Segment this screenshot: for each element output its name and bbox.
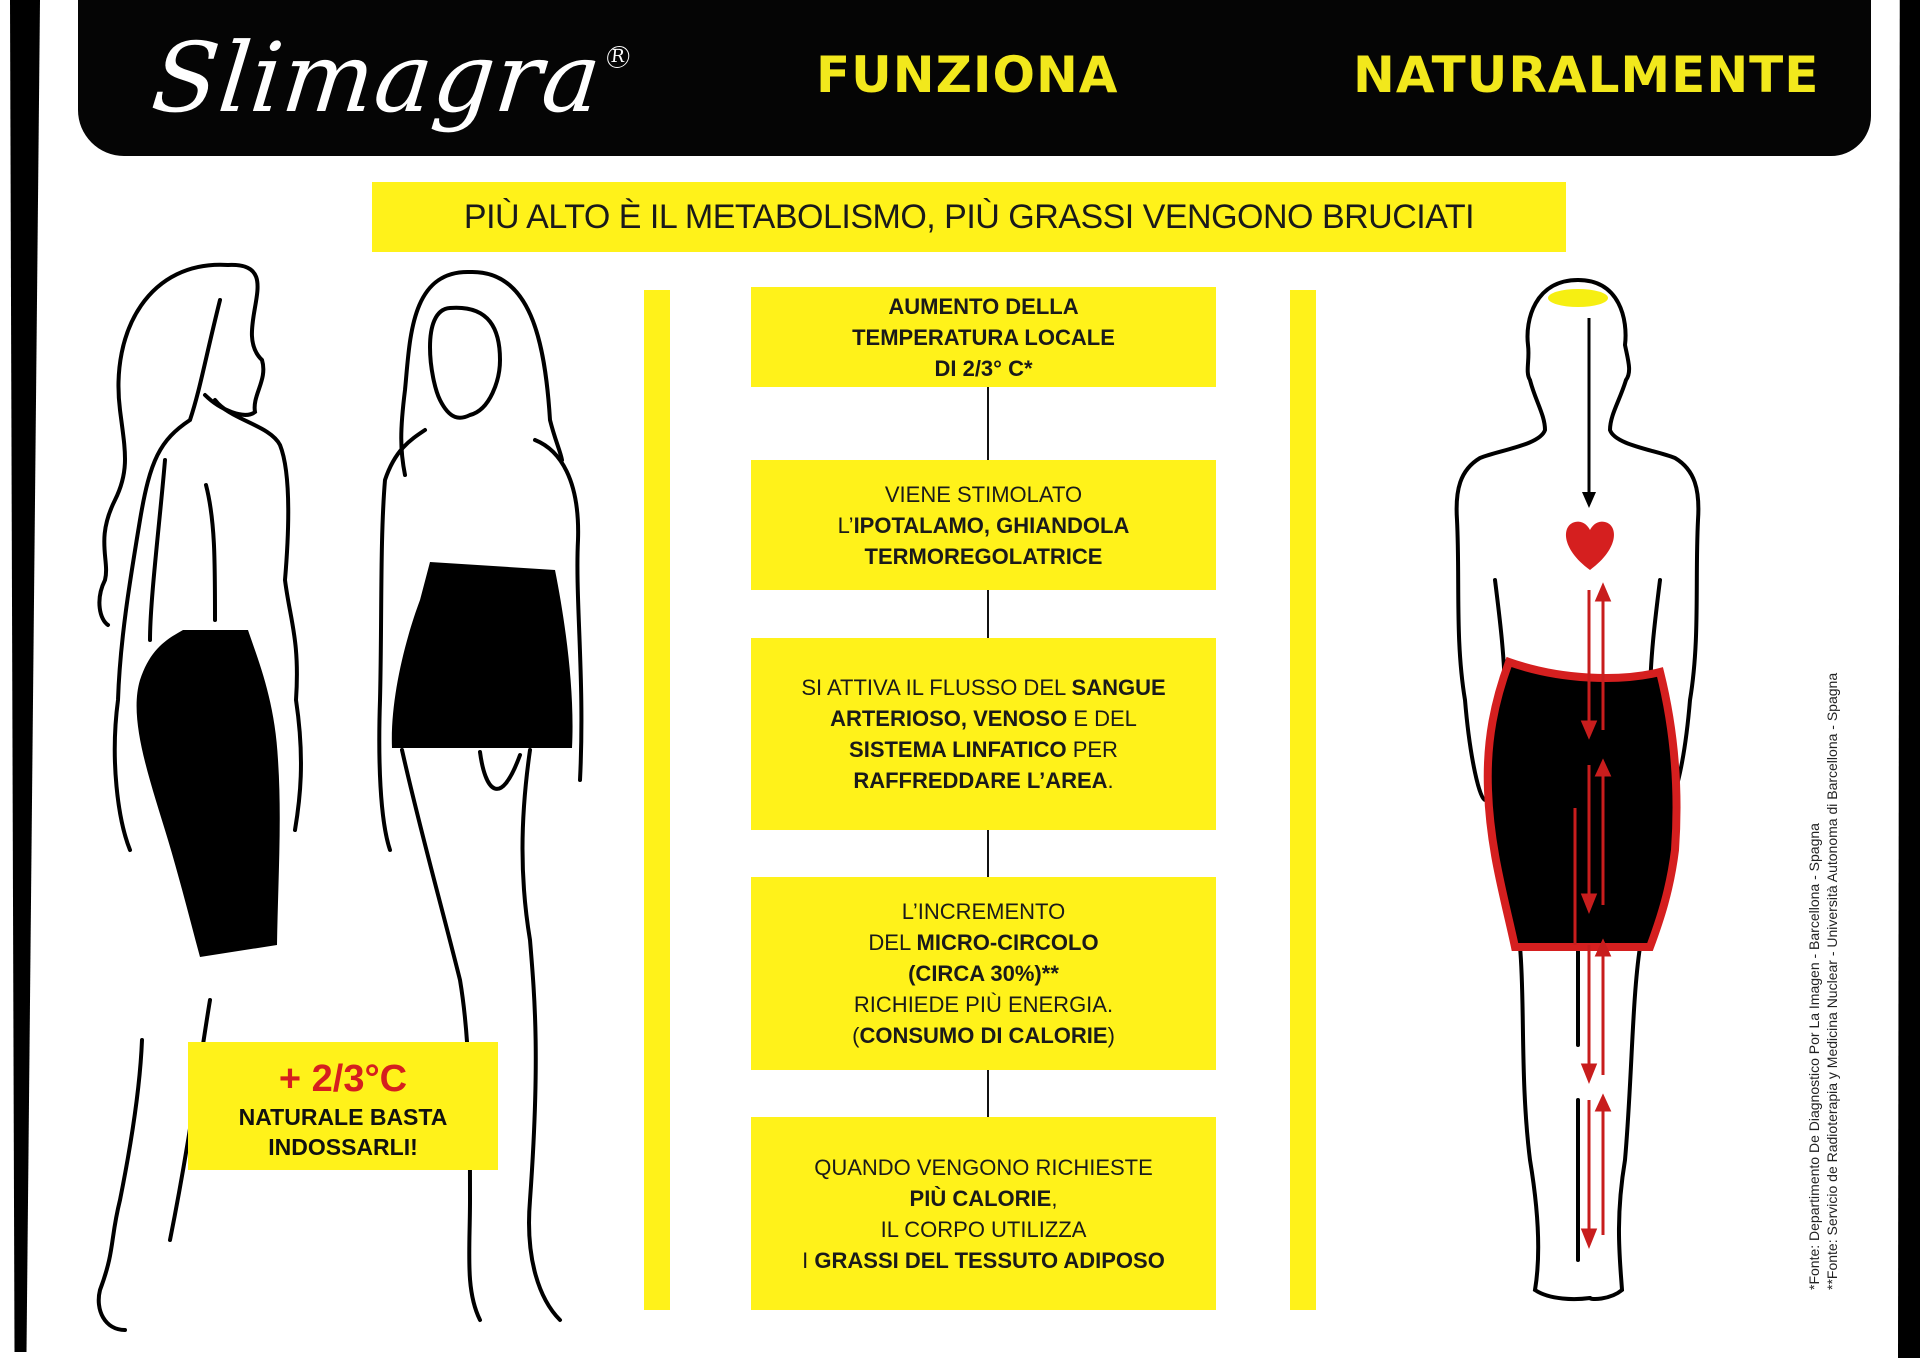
step-text-bold: DI 2/3° C* [934,355,1033,381]
yellow-side-bar-left [644,290,670,1310]
step-text: VIENE STIMOLATO [884,481,1083,507]
callout-temperature: + 2/3°C [278,1058,408,1100]
step-text-bold: TERMOREGOLATRICE [864,543,1103,569]
step-text-line: AUMENTO DELLA [888,291,1078,322]
body-outline-diagram [1454,278,1701,1301]
step-text-bold: MICRO-CIRCOLO [916,930,1099,955]
footnote-1: *Fonte: Departimento De Diagnostico Por … [1806,823,1822,1290]
step-text: ) [1107,1023,1115,1048]
step-text: I [802,1247,815,1273]
step-text: PER [1066,737,1118,762]
step-text: SI ATTIVA IL FLUSSO DEL [801,675,1072,700]
step-text-line: SI ATTIVA IL FLUSSO DEL SANGUE [801,672,1165,703]
step-text-line: L’IPOTALAMO, GHIANDOLA [838,510,1130,541]
step-text: L’INCREMENTO [901,899,1066,924]
step-text: DEL [868,930,917,955]
hypothalamus-marker-icon [1548,289,1608,307]
step-text-line: ARTERIOSO, VENOSO E DEL [830,703,1137,734]
step-text-line: DI 2/3° C* [934,353,1032,384]
step-text-line: (CIRCA 30%)** [908,958,1059,989]
flow-connector-line [987,830,989,877]
step-text: , [1051,1185,1058,1211]
step-text-bold: PIÙ CALORIE [909,1185,1052,1211]
step-text: E DEL [1067,706,1137,731]
step-text-bold: CONSUMO DI CALORIE [859,1023,1108,1048]
banner-text: PIÙ ALTO È IL METABOLISMO, PIÙ GRASSI VE… [463,197,1475,236]
down-arrow-icon [1582,318,1596,508]
step-text: . [1107,768,1114,793]
page-edge-right [1898,0,1920,1358]
step-text: ( [852,1023,860,1048]
step-text: QUANDO VENGONO RICHIESTE [814,1154,1153,1180]
step-text-line: (CONSUMO DI CALORIE) [852,1020,1115,1051]
process-step-1: AUMENTO DELLA TEMPERATURA LOCALE DI 2/3° C… [751,287,1216,387]
step-text-bold: GRASSI DEL TESSUTO ADIPOSO [814,1247,1165,1273]
flow-connector-line [987,387,989,460]
flow-connector-line [987,590,989,638]
flow-connector-line [987,1070,989,1117]
step-text-line: TEMPERATURA LOCALE [852,322,1115,353]
step-text-line: PIÙ CALORIE, [910,1183,1058,1214]
woman-back-view-illustration [96,262,303,1332]
step-text-line: DEL MICRO-CIRCOLO [868,927,1098,958]
footnote-2: **Fonte: Servicio de Radioterapia y Medi… [1824,672,1840,1290]
process-step-4: L’INCREMENTO DEL MICRO-CIRCOLO (CIRCA 30%)… [751,877,1216,1070]
step-text: L’ [837,512,854,538]
heart-icon [1565,521,1615,570]
shaping-shorts-icon [136,630,280,957]
yellow-side-bar-right [1290,290,1316,1310]
step-text-bold: IPOTALAMO, GHIANDOLA [853,512,1130,538]
step-text-bold: RAFFREDDARE L’AREA [853,768,1108,793]
step-text-line: I GRASSI DEL TESSUTO ADIPOSO [802,1245,1165,1276]
step-text-line: RICHIEDE PIÙ ENERGIA. [854,989,1113,1020]
step-text-bold: (CIRCA 30%)** [908,961,1059,986]
step-text-line: QUANDO VENGONO RICHIESTE [814,1152,1153,1183]
metabolism-banner: PIÙ ALTO È IL METABOLISMO, PIÙ GRASSI VE… [372,182,1566,252]
shaping-skirt-icon [391,562,573,748]
step-text-bold: TEMPERATURA LOCALE [852,324,1115,350]
source-footnotes: *Fonte: Departimento De Diagnostico Por … [1805,673,1841,1290]
step-text-line: VIENE STIMOLATO [885,479,1082,510]
step-text-line: RAFFREDDARE L’AREA. [853,765,1113,796]
step-text-line: TERMOREGOLATRICE [865,541,1103,572]
callout-line-1: NATURALE BASTA [238,1104,448,1130]
step-text-bold: ARTERIOSO, VENOSO [830,706,1068,731]
compression-garment-icon [1483,656,1681,951]
headline-word-2: NATURALMENTE [1353,46,1820,104]
registered-mark-icon: R [606,46,631,68]
step-text: IL CORPO UTILIZZA [880,1216,1087,1242]
temperature-callout: + 2/3°C NATURALE BASTA INDOSSARLI! [188,1042,498,1170]
step-text-bold: SISTEMA LINFATICO [849,737,1067,762]
callout-line-2: INDOSSARLI! [268,1134,418,1160]
step-text-bold: SANGUE [1071,675,1166,700]
page-edge-left [10,0,40,1352]
step-text-bold: AUMENTO DELLA [888,293,1079,319]
brand-name: Slimagra [147,22,607,134]
step-text: RICHIEDE PIÙ ENERGIA. [853,992,1114,1017]
step-text-line: IL CORPO UTILIZZA [881,1214,1087,1245]
step-text-line: SISTEMA LINFATICO PER [849,734,1118,765]
step-text-line: L’INCREMENTO [902,896,1065,927]
blood-flow-arrows-icon [1573,582,1612,1250]
headline-word-1: FUNZIONA [816,46,1119,104]
